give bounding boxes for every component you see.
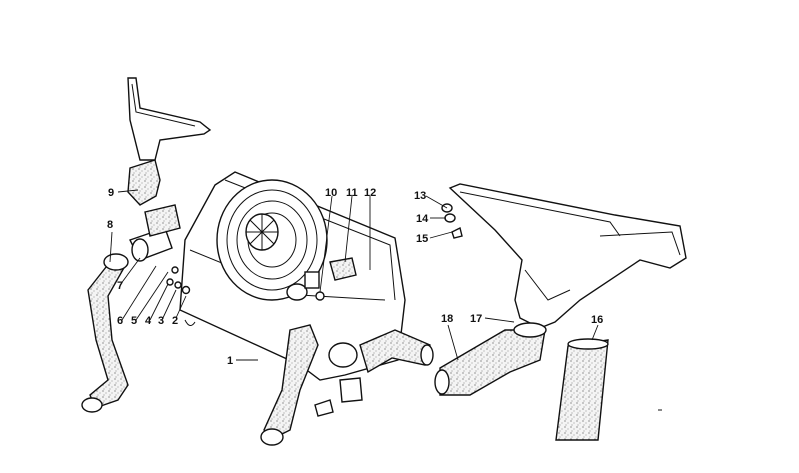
air-duct-right <box>441 183 687 329</box>
callout-17: 17 <box>470 313 482 325</box>
callout-7: 7 <box>117 280 123 292</box>
hose-center-lower <box>260 324 434 446</box>
callout-6: 6 <box>117 315 123 327</box>
leader-lines <box>109 189 599 361</box>
callout-14: 14 <box>416 213 429 225</box>
hose-right <box>434 322 547 396</box>
connector-fittings <box>129 204 196 326</box>
callout-18: 18 <box>441 313 453 325</box>
callout-5: 5 <box>131 315 137 327</box>
callout-10: 10 <box>325 187 337 199</box>
callout-13: 13 <box>414 190 426 202</box>
callout-16: 16 <box>591 314 603 326</box>
callout-15: 15 <box>416 233 428 245</box>
small-parts-10-12 <box>286 257 357 301</box>
hose-left-lower <box>81 253 129 413</box>
callout-2: 2 <box>172 315 178 327</box>
callout-4: 4 <box>145 315 152 327</box>
air-duct-left <box>127 77 212 206</box>
callout-labels: 1 2 3 4 5 6 7 8 9 10 11 12 13 14 15 16 1… <box>107 187 603 367</box>
callout-12: 12 <box>364 187 376 199</box>
callout-1: 1 <box>227 355 233 367</box>
callout-11: 11 <box>346 187 358 199</box>
foam-block-16 <box>555 338 662 441</box>
callout-9: 9 <box>108 187 114 199</box>
callout-8: 8 <box>107 219 113 231</box>
callout-3: 3 <box>158 315 164 327</box>
